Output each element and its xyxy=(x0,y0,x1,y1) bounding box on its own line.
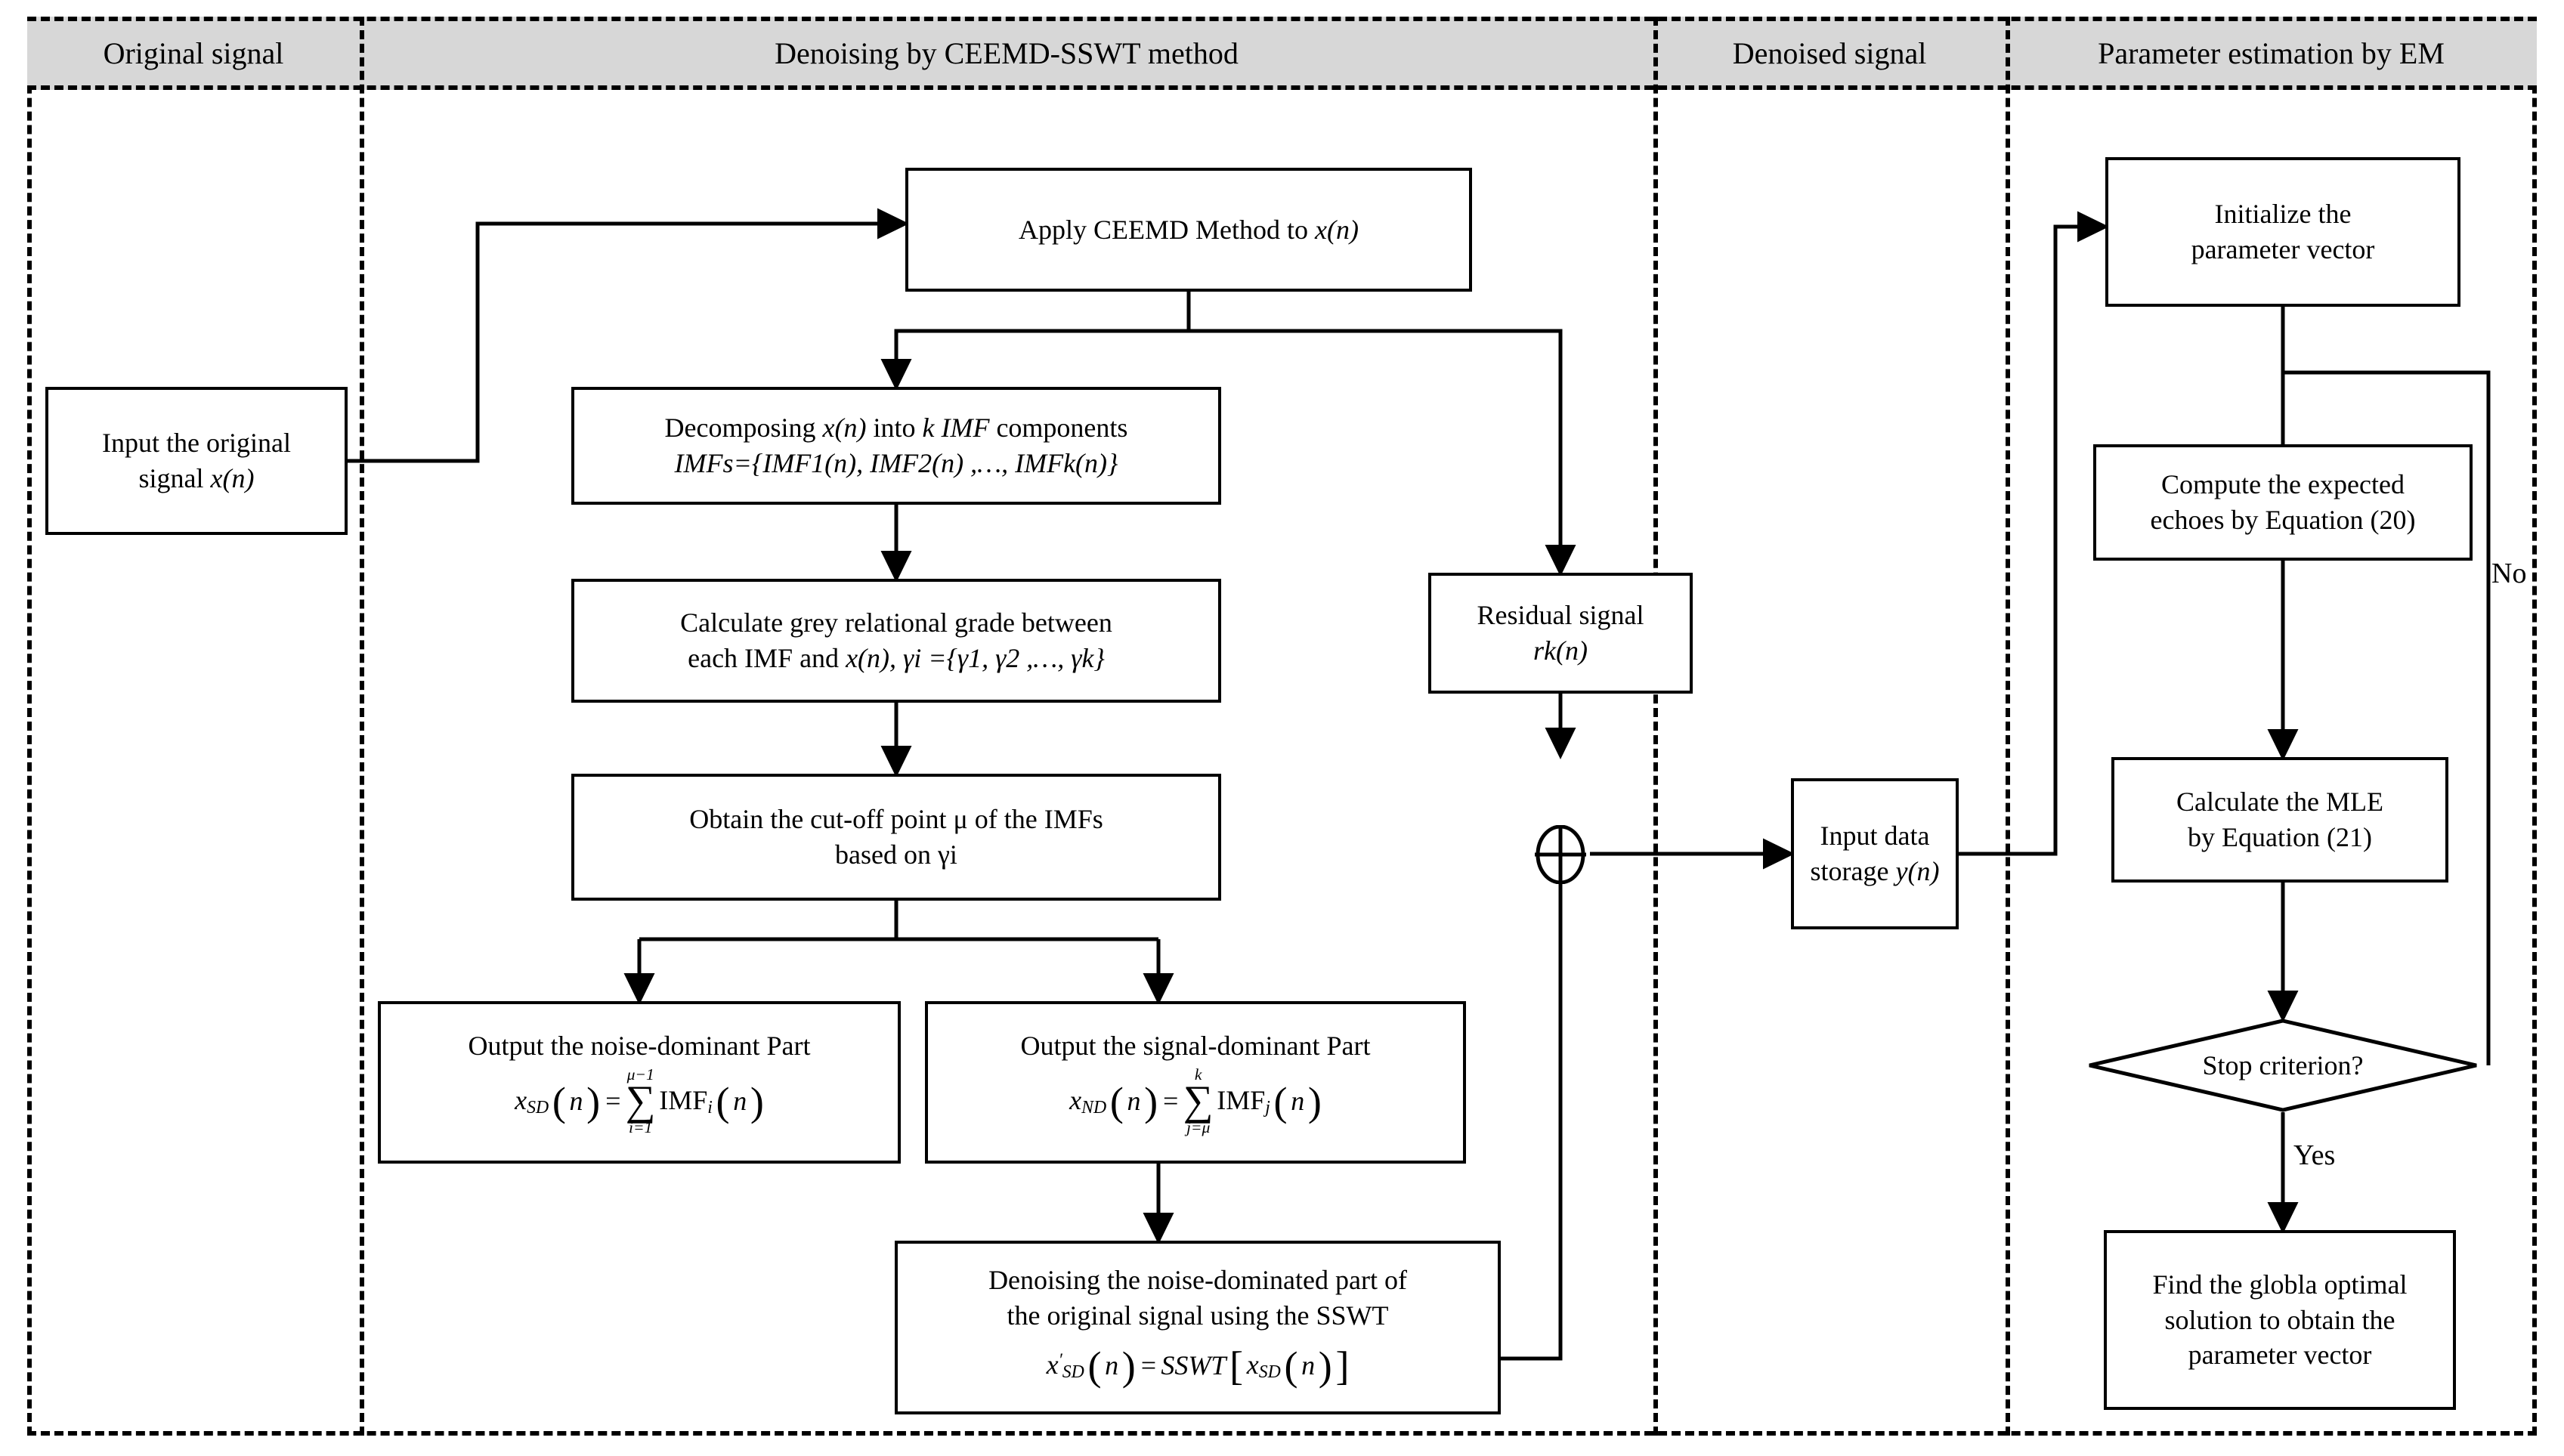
calc-mle-line1: Calculate the MLE xyxy=(2176,787,2383,818)
data-storage-line1: Input data xyxy=(1820,821,1930,852)
node-compute-expected-echoes[interactable]: Compute the expected echoes by Equation … xyxy=(2093,444,2473,561)
column-divider-1 xyxy=(360,17,364,1436)
header-cell-denoising: Denoising by CEEMD-SSWT method xyxy=(360,17,1653,90)
apply-ceemd-math: x(n) xyxy=(1315,214,1359,245)
decomposing-line1: Decomposing x(n) into k IMF components xyxy=(664,413,1128,444)
initialize-line1: Initialize the xyxy=(2214,199,2352,230)
input-signal-line1: Input the original xyxy=(102,428,291,459)
plus-circle-icon xyxy=(1535,824,1586,885)
decision-diamond-shape xyxy=(2089,1019,2477,1112)
cutoff-line1: Obtain the cut-off point μ of the IMFs xyxy=(689,804,1103,835)
stop-criterion-label: Stop criterion? xyxy=(2202,1050,2364,1080)
node-decomposing-imf[interactable]: Decomposing x(n) into k IMF components I… xyxy=(571,387,1221,505)
column-divider-2 xyxy=(1653,17,1658,1436)
find-optimal-line2: solution to obtain the xyxy=(2164,1304,2395,1335)
find-optimal-line1: Find the globla optimal xyxy=(2152,1269,2408,1300)
node-calculate-mle[interactable]: Calculate the MLE by Equation (21) xyxy=(2111,757,2448,883)
calc-mle-line2: by Equation (21) xyxy=(2188,822,2372,852)
denoise-sswt-formula: x′SD (n) =SSWT [ xSD (n) ] xyxy=(1046,1343,1350,1389)
signal-part-line1: Output the signal-dominant Part xyxy=(1020,1030,1371,1061)
residual-line1: Residual signal xyxy=(1477,600,1644,631)
input-signal-line2: signal x(n) xyxy=(138,463,255,493)
node-output-signal-dominant[interactable]: Output the signal-dominant Part xND (n) … xyxy=(925,1001,1466,1164)
compute-echoes-line2: echoes by Equation (20) xyxy=(2150,505,2416,535)
compute-echoes-line1: Compute the expected xyxy=(2161,469,2405,500)
header-cell-denoised-signal: Denoised signal xyxy=(1653,17,2006,90)
initialize-line2: parameter vector xyxy=(2191,234,2375,264)
node-stop-criterion[interactable]: Stop criterion? xyxy=(2087,1019,2479,1112)
grey-grade-line1: Calculate grey relational grade between xyxy=(680,607,1112,638)
cutoff-line2: based on γi xyxy=(835,839,957,870)
node-cutoff-point[interactable]: Obtain the cut-off point μ of the IMFs b… xyxy=(571,774,1221,901)
node-find-global-optimal[interactable]: Find the globla optimal solution to obta… xyxy=(2104,1230,2456,1410)
node-grey-relational-grade[interactable]: Calculate grey relational grade between … xyxy=(571,579,1221,703)
header-cell-parameter-estimation: Parameter estimation by EM xyxy=(2006,17,2537,90)
node-input-original-signal[interactable]: Input the original signal x(n) xyxy=(45,387,348,535)
grey-grade-line2: each IMF and x(n), γi ={γ1, γ2 ,…, γk} xyxy=(688,643,1105,673)
apply-ceemd-line1: Apply CEEMD Method to x(n) xyxy=(1019,214,1359,245)
signal-part-formula: xND (n) = k ∑ j=μ IMFj (n) xyxy=(1069,1065,1322,1137)
node-initialize-parameter-vector[interactable]: Initialize the parameter vector xyxy=(2105,157,2460,307)
header-label-denoised-signal: Denoised signal xyxy=(1732,36,1927,70)
decomposing-line2: IMFs={IMF1(n), IMF2(n) ,…, IMFk(n)} xyxy=(674,448,1118,478)
denoise-sswt-line1: Denoising the noise-dominated part of xyxy=(988,1265,1407,1296)
header-label-denoising: Denoising by CEEMD-SSWT method xyxy=(775,36,1239,70)
find-optimal-line3: parameter vector xyxy=(2188,1340,2372,1371)
node-output-noise-dominant[interactable]: Output the noise-dominant Part xSD (n) =… xyxy=(378,1001,901,1164)
summation-node xyxy=(1531,824,1590,885)
edge-label-yes: Yes xyxy=(2293,1139,2336,1171)
header-label-original-signal: Original signal xyxy=(103,36,284,70)
column-divider-3 xyxy=(2006,17,2010,1436)
data-storage-line2: storage y(n) xyxy=(1810,856,1940,886)
node-denoising-sswt[interactable]: Denoising the noise-dominated part of th… xyxy=(895,1241,1501,1414)
input-signal-math: x(n) xyxy=(210,463,255,493)
noise-part-formula: xSD (n) = μ−1 ∑ i=1 IMFi (n) xyxy=(515,1065,764,1137)
node-input-data-storage[interactable]: Input data storage y(n) xyxy=(1791,778,1959,929)
node-residual-signal[interactable]: Residual signal rk(n) xyxy=(1428,573,1693,694)
header-cell-original-signal: Original signal xyxy=(27,17,360,90)
node-apply-ceemd[interactable]: Apply CEEMD Method to x(n) xyxy=(905,168,1472,292)
header-band xyxy=(27,17,2537,90)
edge-label-no: No xyxy=(2491,558,2527,589)
noise-part-line1: Output the noise-dominant Part xyxy=(468,1030,811,1061)
residual-line2: rk(n) xyxy=(1533,635,1588,666)
header-label-parameter-estimation: Parameter estimation by EM xyxy=(2098,36,2445,70)
denoise-sswt-line2: the original signal using the SSWT xyxy=(1007,1300,1389,1331)
